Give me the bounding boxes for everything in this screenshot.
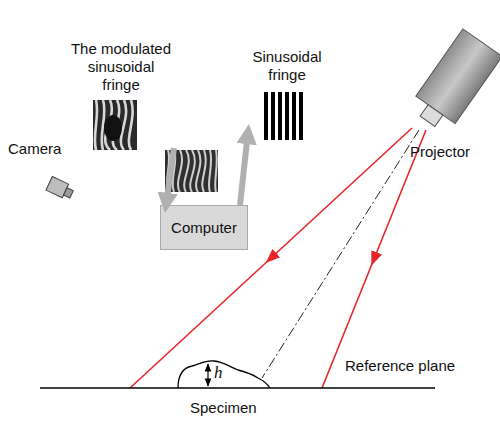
sinusoidal-fringe-image [263,92,305,140]
computer-box: Computer [160,205,248,250]
camera-symbol [46,177,75,201]
optical-axis [262,130,419,378]
light-ray [130,128,412,388]
reference-plane-line [40,387,435,389]
projector-symbol [408,29,500,135]
specimen-label: Specimen [190,399,257,417]
node-text: The modulated sinusoidal fringe [68,40,174,94]
fringe-image-node: The modulated sinusoidal fringe [68,40,174,152]
height-dimension [207,364,208,386]
flow-arrow [166,148,174,205]
fringe-image-node: Sinusoidal fringe [248,48,326,142]
node-text: Computer [171,219,237,237]
device-label: Camera [8,140,61,158]
node-text: Sinusoidal fringe [248,48,326,84]
flow-arrow [240,132,248,205]
device-label: Projector [410,143,470,161]
plane-label: Reference plane [345,357,455,375]
processed-fringe-image [165,150,218,192]
dimension-label: h [214,364,223,382]
modulated-fringe-image [93,100,137,150]
specimen-outline [178,361,270,388]
